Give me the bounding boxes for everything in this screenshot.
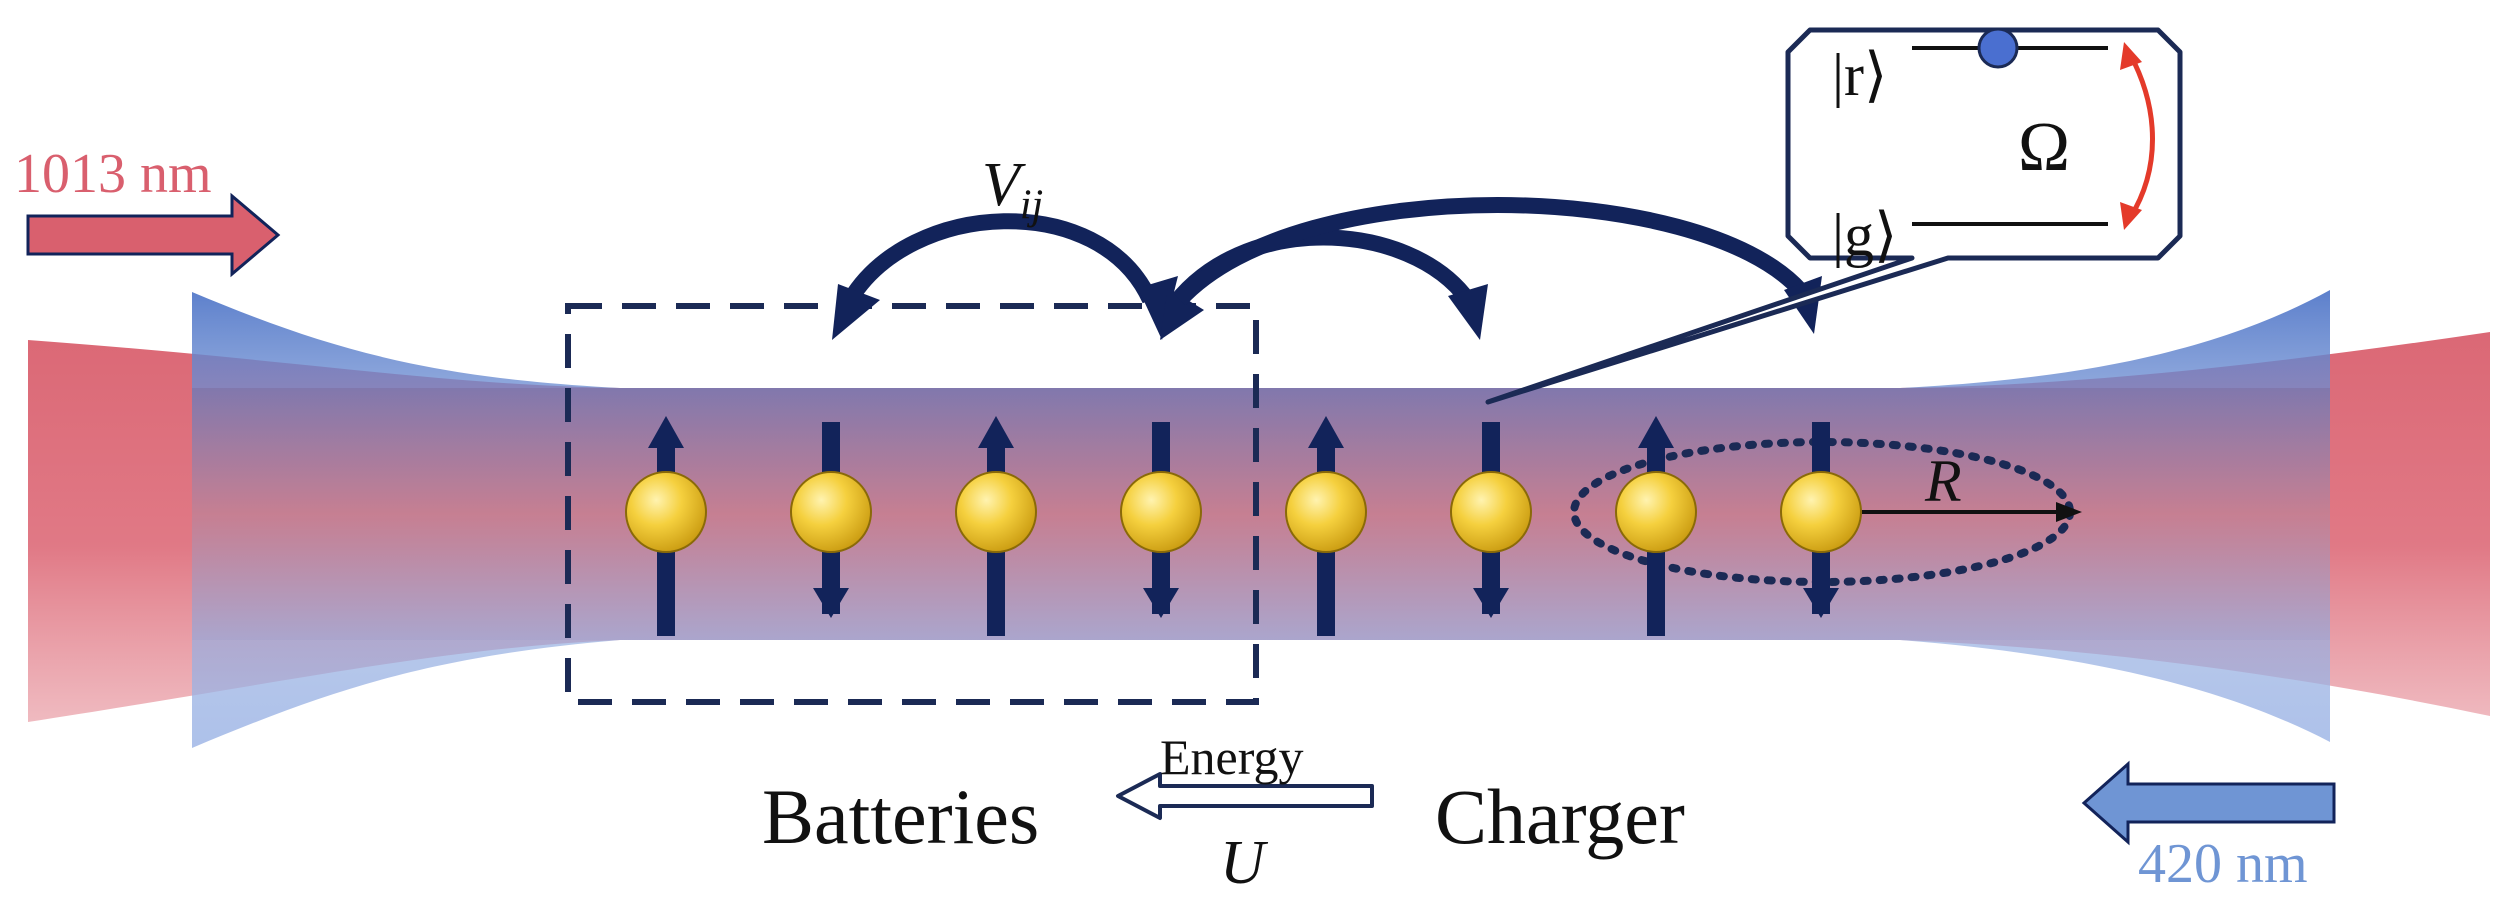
rabi-transition-arrow (2127, 52, 2155, 220)
ket-g-label: |g⟩ (1832, 202, 1898, 268)
atom-sphere (1285, 471, 1367, 553)
spin-up-arrowhead (1308, 416, 1344, 448)
rabi-arrowhead-bottom (2120, 202, 2142, 230)
atom-8 (1780, 422, 1862, 618)
spin-up-arrowhead (978, 416, 1014, 448)
radius-r-label: R (1925, 448, 1962, 514)
interaction-v-symbol: V (982, 151, 1020, 219)
atom-1 (625, 416, 707, 636)
charger-label: Charger (1435, 773, 1685, 860)
rabi-arrowhead-top (2120, 42, 2142, 70)
batteries-box (565, 303, 1259, 705)
batteries-label: Batteries (762, 773, 1040, 860)
atom-sphere (1780, 471, 1862, 553)
spin-up-arrowhead (648, 416, 684, 448)
spin-down-arrowhead (1803, 588, 1839, 618)
atom-4 (1120, 422, 1202, 618)
interaction-ij-subscript: ij (1019, 182, 1044, 229)
spin-down-arrowhead (813, 588, 849, 618)
energy-label: Energy (1160, 729, 1304, 785)
atom-sphere (1615, 471, 1697, 553)
rydberg-state-dot (1977, 27, 2019, 69)
interaction-vij-label: Vij (982, 150, 1043, 229)
interaction-arrow-left (843, 213, 1158, 305)
ket-r-label: |r⟩ (1832, 42, 1888, 108)
atom-5 (1285, 416, 1367, 636)
interaction-arrowhead-left (832, 284, 880, 340)
radius-arrowhead (2056, 502, 2082, 522)
interaction-arrow-long (1174, 197, 1806, 306)
level-diagram-callout (1485, 27, 2183, 405)
red-laser-label: 1013 nm (14, 143, 212, 205)
atom-chain (625, 416, 1862, 636)
atom-sphere (625, 471, 707, 553)
blue-laser-label: 420 nm (2138, 833, 2308, 895)
atom-6 (1450, 422, 1532, 618)
blue-laser-arrow (2081, 760, 2336, 846)
interaction-arrowhead-right1 (1448, 284, 1488, 340)
atom-sphere (790, 471, 872, 553)
atom-7 (1615, 416, 1697, 636)
atom-sphere (1450, 471, 1532, 553)
atom-2 (790, 422, 872, 618)
energy-transfer-arrow (1116, 772, 1374, 820)
spin-down-arrowhead (1473, 588, 1509, 618)
interaction-arrowhead-start (1160, 288, 1204, 340)
coupling-u-label: U (1220, 829, 1265, 897)
red-laser-arrow (26, 192, 281, 278)
spin-up-arrowhead (1638, 416, 1674, 448)
atom-sphere (1120, 471, 1202, 553)
atom-sphere (955, 471, 1037, 553)
atom-3 (955, 416, 1037, 636)
rabi-omega-label: Ω (2018, 109, 2071, 186)
spin-down-arrowhead (1143, 588, 1179, 618)
